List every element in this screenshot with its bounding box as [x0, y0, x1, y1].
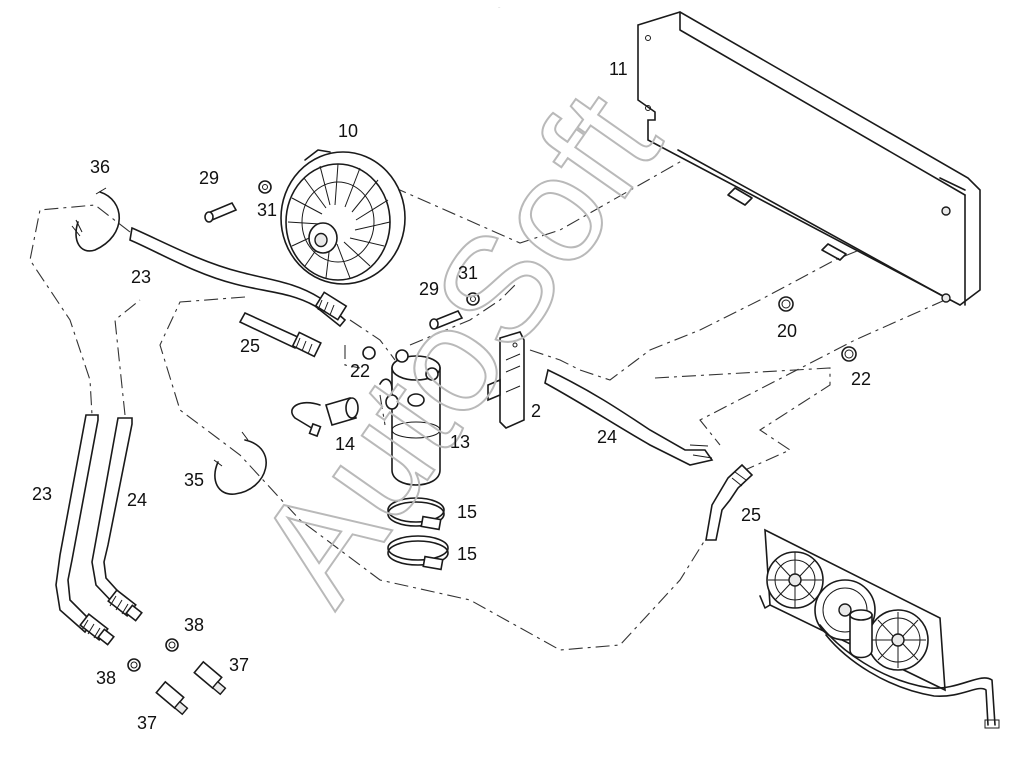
o-ring-part-22-upper [362, 346, 376, 360]
washer-part-31-upper [258, 180, 272, 194]
callout-2: 2 [531, 401, 541, 421]
o-ring-part-38-upper [165, 638, 179, 652]
o-ring-part-38-lower [127, 658, 141, 672]
band-clamp-part-15-lower [387, 535, 449, 571]
callout-38-upper: 38 [184, 615, 204, 635]
callout-25-upper: 25 [240, 336, 260, 356]
callout-20: 20 [777, 321, 797, 341]
callout-23-lower: 23 [32, 484, 52, 504]
hose-clamp-part-36 [71, 187, 121, 252]
callout-23-upper: 23 [131, 267, 151, 287]
washer-part-31-lower [466, 292, 480, 306]
screw-part-29-lower [429, 309, 464, 330]
refrigerant-hose-part-24-lower [91, 417, 143, 622]
refrigerant-hose-part-25-upper [238, 311, 322, 358]
refrigerant-hose-part-23-upper [129, 226, 348, 328]
o-ring-part-20 [778, 296, 794, 312]
callout-37-lower: 37 [137, 713, 157, 733]
callout-37-upper: 37 [229, 655, 249, 675]
callout-36: 36 [90, 157, 110, 177]
hose-clamp-part-35 [213, 431, 267, 495]
fitting-part-37-upper [193, 660, 227, 696]
condenser-fan-assembly-inset [759, 528, 1000, 729]
refrigerant-hose-part-23-lower [55, 414, 115, 646]
callout-22-right: 22 [851, 369, 871, 389]
callout-35: 35 [184, 470, 204, 490]
mounting-bracket-part-2 [487, 331, 525, 429]
o-ring-part-22-right [841, 346, 857, 362]
housing-bolt-icon [941, 293, 951, 303]
fitting-part-37-lower [155, 680, 189, 716]
callout-10: 10 [338, 121, 358, 141]
callout-25-right: 25 [741, 505, 761, 525]
callout-29-lower: 29 [419, 279, 439, 299]
callout-31-upper: 31 [257, 200, 277, 220]
receiver-drier-part-13 [379, 349, 441, 486]
callout-13: 13 [450, 432, 470, 452]
callout-24-right: 24 [597, 427, 617, 447]
callout-11: 11 [609, 59, 628, 79]
refrigerant-hose-part-24-right [544, 368, 714, 466]
callout-22-upper: 22 [350, 361, 370, 381]
band-clamp-part-15-upper [387, 497, 445, 531]
refrigerant-hose-part-25-right [705, 463, 754, 541]
callout-29-upper: 29 [199, 168, 219, 188]
screw-part-29-upper [204, 201, 238, 223]
callout-labels: 10 11 36 29 31 23 29 31 25 22 20 22 14 1… [32, 59, 871, 733]
callout-31-lower: 31 [458, 263, 478, 283]
assembly-guide-lines [29, 124, 946, 651]
housing-bolt-icon [941, 206, 951, 216]
callout-38-lower: 38 [96, 668, 116, 688]
blower-fan-part-10 [280, 149, 406, 285]
callout-15-lower: 15 [457, 544, 477, 564]
pressure-switch-part-14 [291, 397, 359, 438]
callout-14: 14 [335, 434, 355, 454]
top-mark: ~ [498, 5, 501, 10]
evaporator-housing-part-11 [637, 11, 981, 306]
callout-24-lower: 24 [127, 490, 147, 510]
callout-15-upper: 15 [457, 502, 477, 522]
